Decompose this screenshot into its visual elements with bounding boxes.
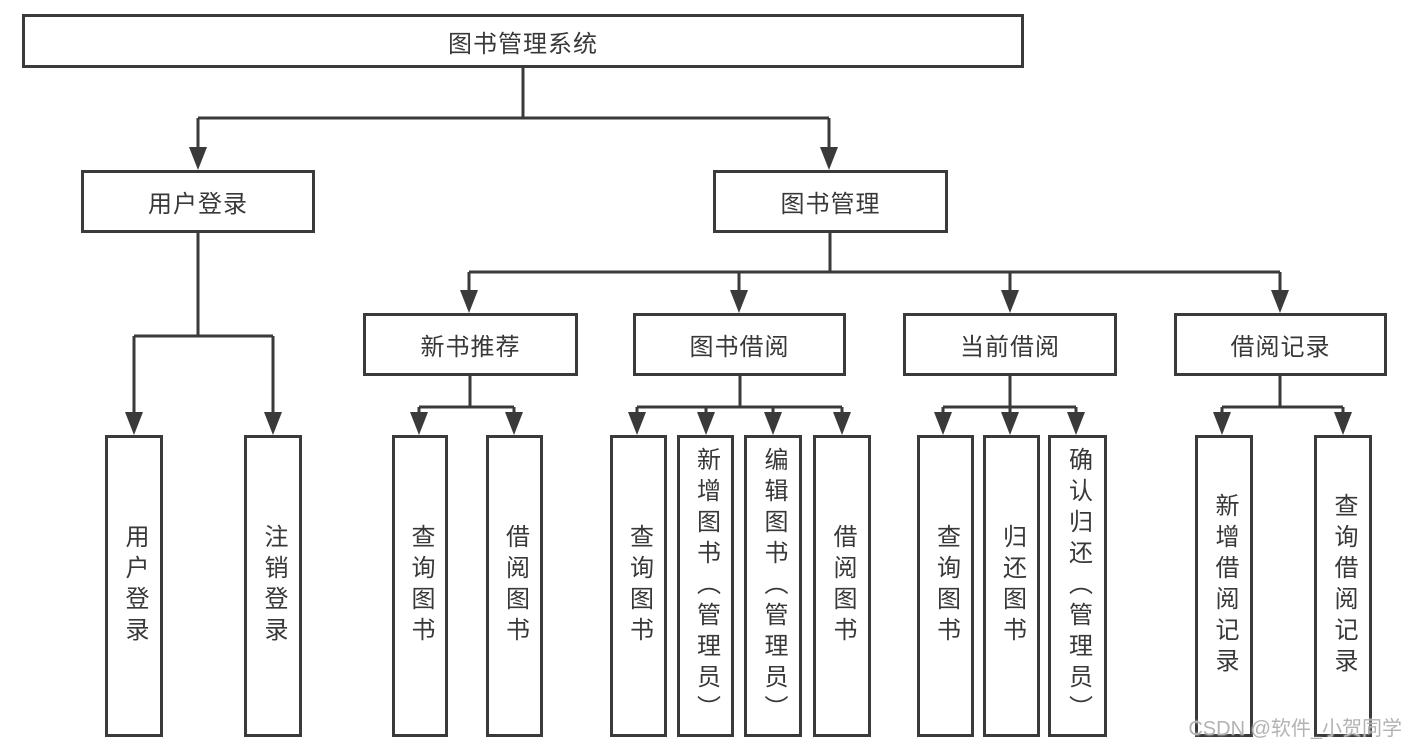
arrowhead bbox=[1001, 412, 1019, 435]
arrowhead bbox=[264, 412, 282, 435]
arrowhead bbox=[189, 147, 207, 170]
leaf-edit-books-admin: 编辑图书（管理员） bbox=[744, 435, 802, 737]
leaf-query-borrow-record: 查询借阅记录 bbox=[1314, 435, 1372, 737]
connector-userlogin-to-leaves bbox=[132, 233, 275, 413]
leaf-label: 编辑图书（管理员） bbox=[760, 446, 787, 726]
arrowhead bbox=[1001, 290, 1019, 313]
node-label: 用户登录 bbox=[148, 191, 248, 218]
leaf-confirm-return-admin: 确认归还（管理员） bbox=[1048, 435, 1107, 737]
arrowhead bbox=[410, 412, 428, 435]
node-borrowing-records: 借阅记录 bbox=[1174, 313, 1387, 376]
arrowhead bbox=[1067, 412, 1085, 435]
node-label: 图书管理 bbox=[780, 191, 881, 218]
leaf-user-login: 用户登录 bbox=[105, 435, 163, 737]
arrowhead bbox=[697, 412, 715, 435]
arrowhead bbox=[1213, 412, 1231, 435]
node-label: 图书管理系统 bbox=[448, 30, 598, 58]
leaf-add-borrow-record: 新增借阅记录 bbox=[1195, 435, 1253, 737]
leaf-return-books: 归还图书 bbox=[983, 435, 1040, 737]
node-book-management: 图书管理 bbox=[713, 170, 948, 233]
leaf-label: 查询图书 bbox=[625, 524, 653, 648]
node-new-book-recommendation: 新书推荐 bbox=[363, 313, 578, 376]
connector-current-to-leaves bbox=[941, 376, 1078, 413]
connector-records-to-leaves bbox=[1220, 376, 1345, 413]
arrowhead bbox=[460, 290, 478, 313]
arrowhead bbox=[833, 412, 851, 435]
connector-bookmgmt-to-level3 bbox=[467, 233, 1282, 291]
leaf-label: 查询图书 bbox=[932, 524, 960, 648]
connector-root-to-level2 bbox=[196, 68, 831, 150]
leaf-label: 注销登录 bbox=[260, 524, 287, 648]
arrowhead bbox=[730, 290, 748, 313]
leaf-label: 新增图书（管理员） bbox=[692, 446, 720, 726]
leaf-label: 查询借阅记录 bbox=[1330, 493, 1357, 679]
node-label: 当前借阅 bbox=[960, 334, 1060, 361]
node-user-login: 用户登录 bbox=[81, 170, 315, 233]
leaf-borrow-books-recommend: 借阅图书 bbox=[486, 435, 543, 737]
leaf-label: 归还图书 bbox=[998, 524, 1026, 648]
leaf-label: 确认归还（管理员） bbox=[1064, 446, 1092, 726]
connector-borrow-to-leaves bbox=[635, 376, 844, 413]
leaf-query-books-current: 查询图书 bbox=[917, 435, 974, 737]
leaf-label: 借阅图书 bbox=[829, 524, 856, 648]
leaf-borrow-books-borrowing: 借阅图书 bbox=[813, 435, 871, 737]
leaf-label: 查询图书 bbox=[407, 524, 434, 648]
watermark: CSDN @软件_小贺同学 bbox=[1188, 718, 1402, 740]
arrowhead bbox=[125, 412, 143, 435]
leaf-label: 新增借阅记录 bbox=[1211, 493, 1238, 679]
connector-recommend-to-leaves bbox=[417, 376, 516, 413]
node-label: 新书推荐 bbox=[420, 334, 521, 361]
arrowhead bbox=[934, 412, 952, 435]
leaf-logout: 注销登录 bbox=[244, 435, 302, 737]
node-label: 借阅记录 bbox=[1230, 334, 1331, 361]
node-book-borrowing: 图书借阅 bbox=[633, 313, 846, 376]
leaf-query-books-recommend: 查询图书 bbox=[392, 435, 448, 737]
leaf-label: 用户登录 bbox=[121, 524, 148, 648]
arrowhead bbox=[628, 412, 646, 435]
node-current-borrowing: 当前借阅 bbox=[903, 313, 1117, 376]
arrowhead bbox=[1271, 290, 1289, 313]
arrowhead bbox=[764, 412, 782, 435]
node-library-management-system: 图书管理系统 bbox=[22, 14, 1024, 68]
leaf-label: 借阅图书 bbox=[501, 524, 529, 648]
leaf-add-books-admin: 新增图书（管理员） bbox=[677, 435, 734, 737]
node-label: 图书借阅 bbox=[689, 334, 790, 361]
arrowhead bbox=[1334, 412, 1352, 435]
arrowhead bbox=[820, 147, 838, 170]
arrowhead bbox=[505, 412, 523, 435]
leaf-query-books-borrowing: 查询图书 bbox=[610, 435, 667, 737]
